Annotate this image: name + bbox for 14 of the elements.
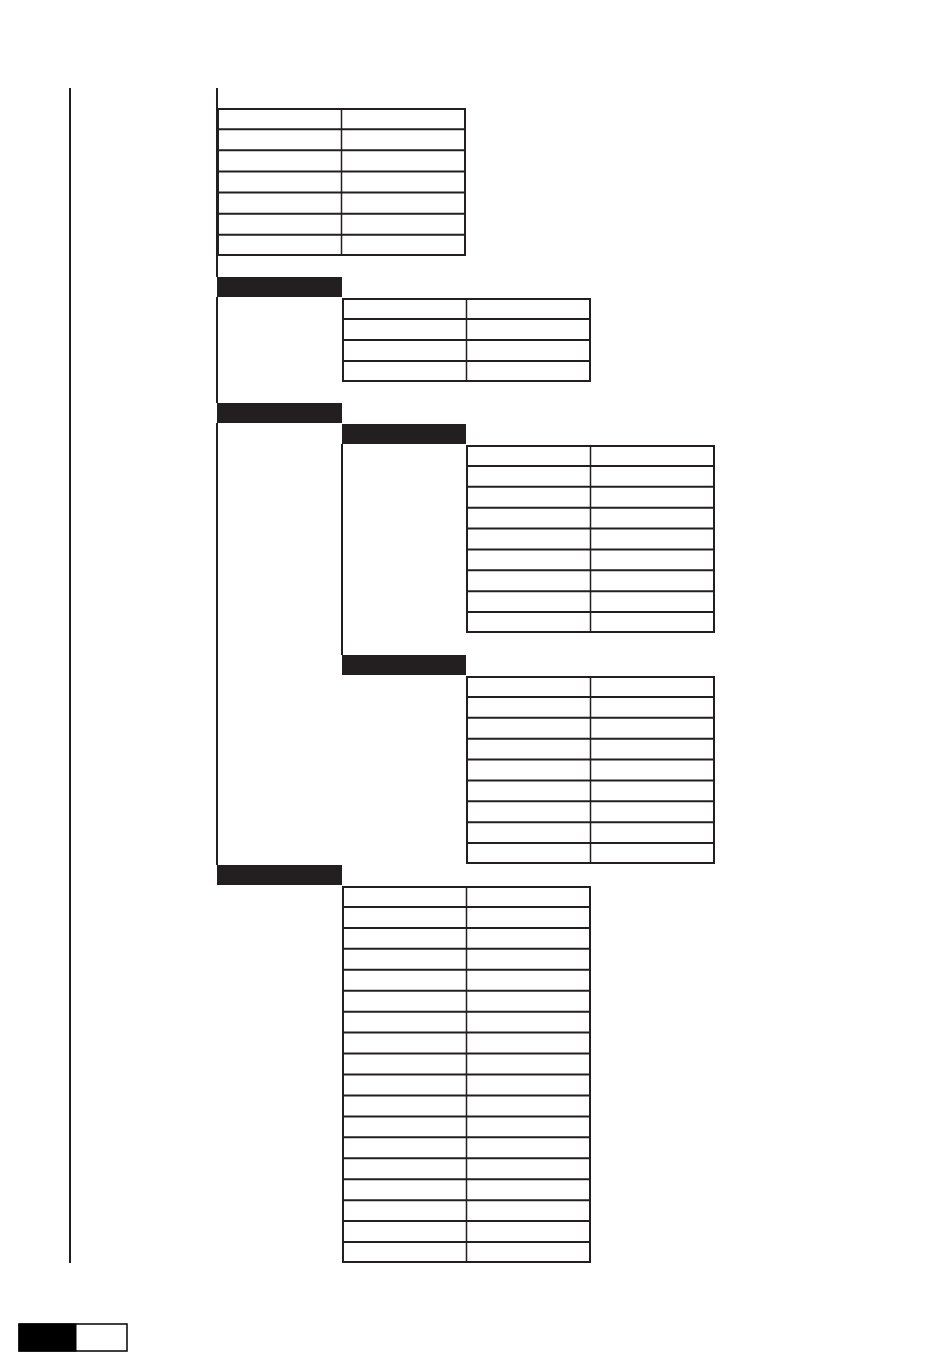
empty-table bbox=[466, 676, 715, 864]
header-bar bbox=[342, 655, 466, 675]
empty-table bbox=[466, 445, 715, 633]
empty-table bbox=[342, 886, 591, 1263]
header-bar bbox=[217, 403, 342, 423]
header-bar bbox=[217, 865, 342, 885]
connector-line bbox=[216, 296, 218, 404]
empty-table bbox=[342, 298, 591, 382]
header-bar bbox=[217, 277, 342, 297]
empty-table bbox=[217, 108, 466, 256]
connector-line bbox=[341, 443, 343, 656]
connector-line bbox=[216, 422, 218, 866]
header-bar bbox=[342, 424, 466, 444]
connector-line bbox=[216, 87, 218, 278]
